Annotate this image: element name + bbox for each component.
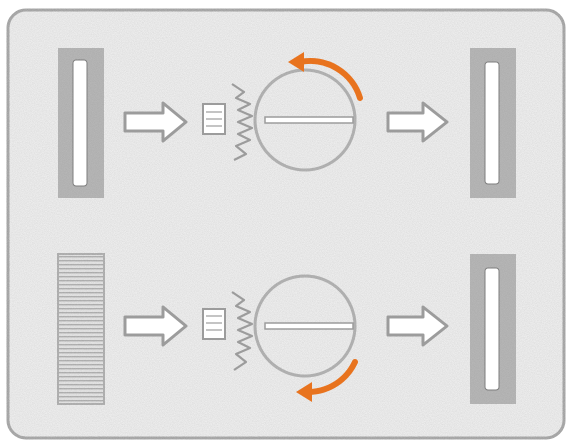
output-slot-top [470,48,516,198]
hollow-arrow-icon [386,101,449,143]
brush-icon [202,291,254,371]
hollow-arrow-icon [123,101,188,143]
rotation-arrow-icon [288,52,363,101]
process-row-top [58,48,516,198]
output-slot-bottom [470,254,516,404]
input-slot-bottom [57,253,105,405]
brush-icon [202,83,254,161]
hollow-arrow-icon [386,305,449,347]
hollow-arrow-icon [123,305,188,347]
rotating-wheel-icon [253,68,357,172]
rotation-arrow-icon [296,359,358,402]
rotating-wheel-icon [253,274,357,378]
process-row-bottom [57,253,516,405]
input-slot-top [58,48,104,198]
